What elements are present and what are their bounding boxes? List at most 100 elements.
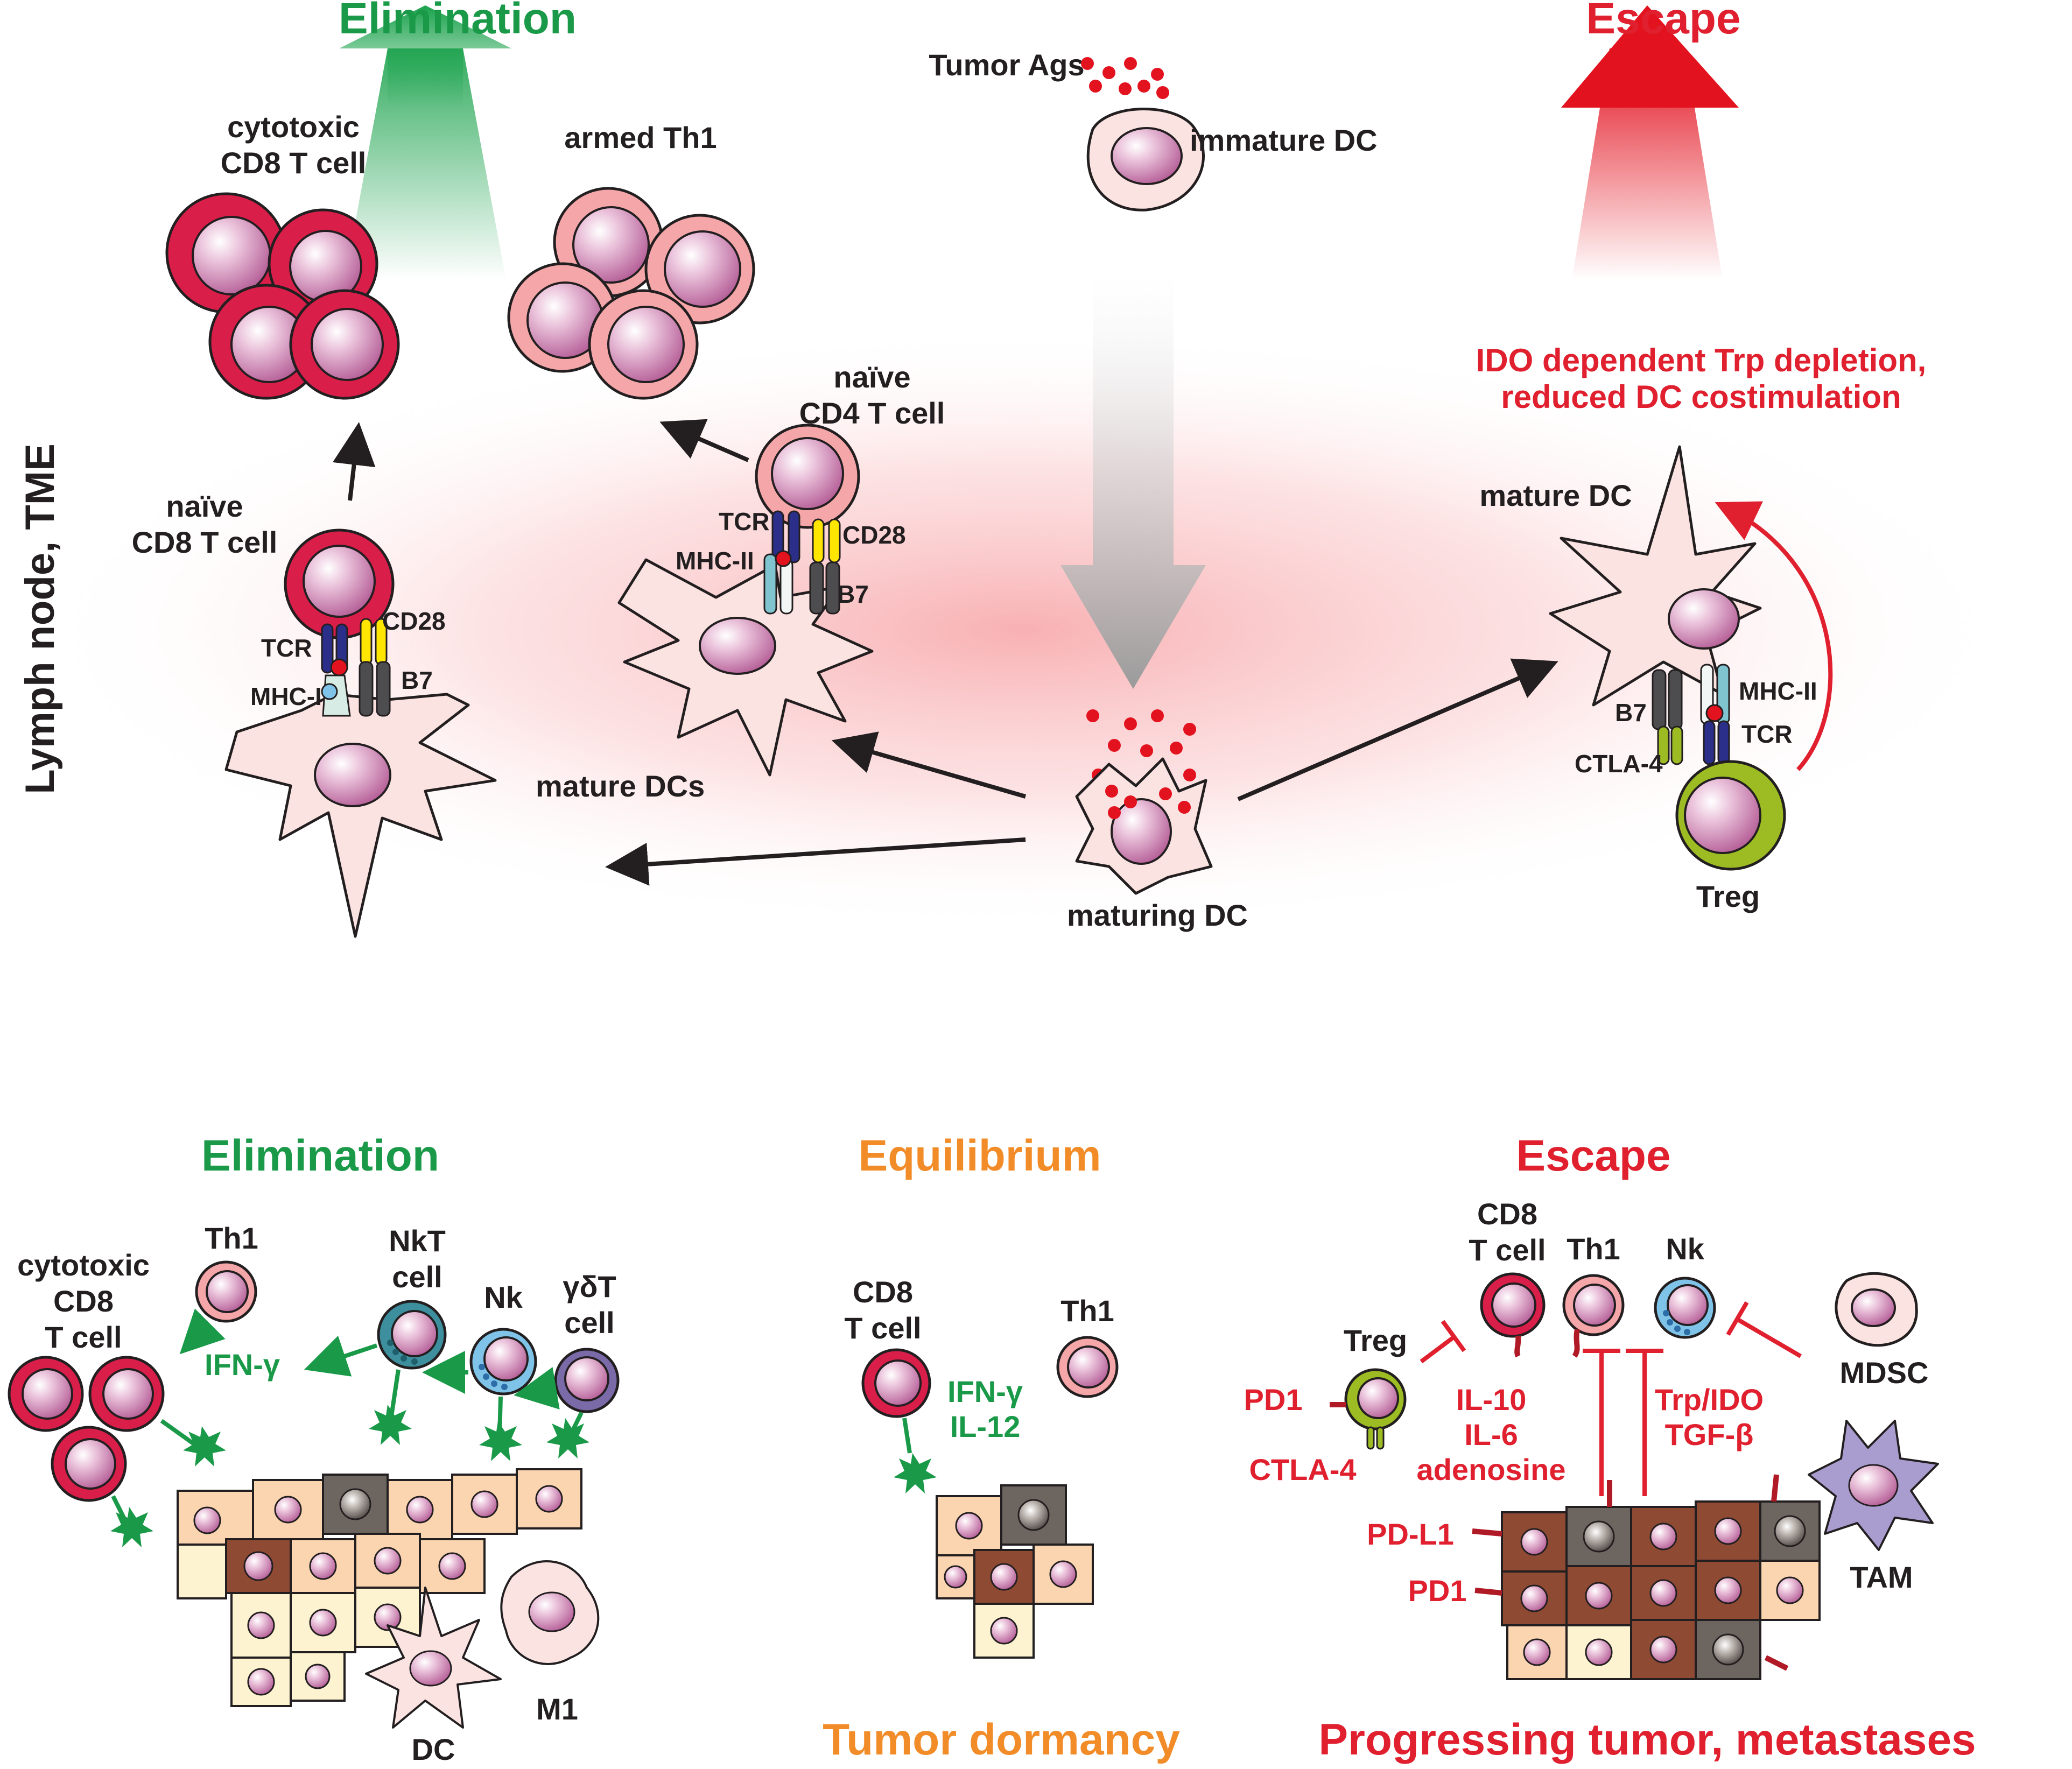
equi-cd8-line1: CD8 <box>853 1275 913 1309</box>
esc-treg-label: Treg <box>1344 1323 1407 1357</box>
equi-th1-cell <box>1056 1336 1119 1398</box>
treg-mhcii-label: MHC-II <box>1739 677 1817 705</box>
equi-il12-label: IL-12 <box>950 1409 1021 1443</box>
naive-cd8-line1: naïve <box>166 489 243 523</box>
esc-pdl1-label: PD-L1 <box>1367 1517 1454 1551</box>
esc-adenosine-label: adenosine <box>1417 1453 1566 1486</box>
cd8-tcr-label: TCR <box>261 634 312 662</box>
elim-cytotoxic-line2: CD8 <box>53 1284 114 1318</box>
elim-th1-cell <box>195 1260 257 1323</box>
escape-arrow-head <box>1561 5 1739 108</box>
esc-tumor-nuclei <box>1520 1515 1806 1666</box>
elim-gdt-line2: cell <box>564 1306 614 1340</box>
armed-th1-cluster <box>507 187 755 400</box>
arrow-maturing-to-dc-cd4 <box>831 731 1027 799</box>
bottom-escape-title: Escape <box>1516 1131 1670 1180</box>
elim-cytotoxic-line3: T cell <box>45 1320 122 1354</box>
arrow-maturing-to-treg-dc <box>1237 658 1558 801</box>
esc-nk-cell <box>1654 1277 1716 1339</box>
elim-gdt-cell <box>554 1348 620 1413</box>
elim-ifng-label: IFN-γ <box>205 1348 280 1382</box>
ido-note-line2: reduced DC costimulation <box>1501 379 1901 415</box>
equi-th1-label: Th1 <box>1060 1294 1114 1328</box>
cd8-cd28-label: CD28 <box>382 607 446 635</box>
elim-gdt-arrow <box>514 1367 560 1409</box>
naive-cd4-cell <box>755 424 860 529</box>
esc-cd8-line2: T cell <box>1469 1233 1546 1267</box>
esc-pd-ligands <box>1472 1474 1789 1671</box>
elim-m1-label: M1 <box>536 1692 578 1726</box>
equi-ifng-label: IFN-γ <box>947 1375 1023 1408</box>
mature-dc-cd8 <box>224 693 497 938</box>
cd4-cd28-label: CD28 <box>842 521 906 549</box>
esc-tam-cell <box>1808 1420 1939 1551</box>
arrow-cd8-to-cytotoxic <box>332 422 376 501</box>
naive-cd4-line1: naïve <box>833 360 910 394</box>
cytotoxic-label-line1: cytotoxic <box>227 110 360 144</box>
equi-footer: Tumor dormancy <box>823 1715 1180 1764</box>
elim-cd8-cells <box>8 1356 165 1502</box>
esc-tgfb-label: TGF-β <box>1665 1418 1754 1451</box>
treg-label-top: Treg <box>1696 879 1760 913</box>
cd4-tcr-label: TCR <box>719 508 770 535</box>
mature-dc-cd4 <box>617 558 874 777</box>
arrow-maturing-to-dc-cd8 <box>605 837 1026 886</box>
elim-gdt-line1: γδT <box>563 1270 616 1303</box>
arrow-cd4-to-th1 <box>659 419 749 462</box>
tumor-ags-label: Tumor Ags <box>929 48 1084 82</box>
maturing-dc-label: maturing DC <box>1067 898 1248 932</box>
esc-footer: Progressing tumor, metastases <box>1318 1715 1976 1764</box>
cytotoxic-cd8-cluster <box>165 192 400 400</box>
elim-nkt-ifng-arrow <box>304 1335 378 1377</box>
treg-cell-top <box>1675 760 1786 871</box>
esc-tam-label: TAM <box>1850 1560 1913 1594</box>
maturation-arrow <box>1060 274 1206 689</box>
elim-tumor-nuclei <box>193 1485 563 1696</box>
esc-pd1-tumor-label: PD1 <box>1408 1574 1467 1608</box>
top-elimination-title: Elimination <box>339 0 577 43</box>
elim-dc-label: DC <box>412 1732 455 1766</box>
maturing-dc-cell <box>1075 757 1213 895</box>
bottom-elimination-title: Elimination <box>201 1131 439 1180</box>
top-escape-title: Escape <box>1586 0 1740 43</box>
esc-th1-label: Th1 <box>1567 1232 1620 1266</box>
equi-cd8-cell <box>861 1348 931 1418</box>
cd4-b7-label: B7 <box>837 580 869 608</box>
mature-dcs-label: mature DCs <box>536 769 705 803</box>
esc-cd8-cell <box>1480 1272 1546 1358</box>
treg-synapse <box>1652 664 1730 765</box>
ido-note-line1: IDO dependent Trp depletion, <box>1476 342 1927 378</box>
treg-ctla4-label: CTLA-4 <box>1575 750 1663 778</box>
esc-pd1-label: PD1 <box>1244 1383 1303 1416</box>
equi-tumor-nuclei <box>944 1499 1077 1645</box>
immature-dc-label: immature DC <box>1190 123 1378 157</box>
esc-nk-label: Nk <box>1666 1232 1704 1266</box>
armed-th1-label: armed Th1 <box>564 121 717 154</box>
esc-cd8-line1: CD8 <box>1477 1197 1537 1231</box>
tumor-antigens-top <box>1081 57 1169 99</box>
elim-nk-cell <box>469 1328 537 1396</box>
cd8-b7-label: B7 <box>401 666 433 694</box>
equi-kill-line <box>902 1418 912 1454</box>
elim-th1-label: Th1 <box>205 1221 258 1255</box>
treg-feedback-arrow <box>1715 501 1833 771</box>
elim-dc-cell <box>365 1587 502 1729</box>
elimination-arrow-shaft <box>345 48 506 280</box>
elim-m1-cell <box>500 1560 600 1665</box>
esc-il10-label: IL-10 <box>1456 1383 1527 1416</box>
esc-ctla4-label: CTLA-4 <box>1249 1453 1356 1486</box>
elim-cytotoxic-line1: cytotoxic <box>17 1248 150 1282</box>
equi-cd8-line2: T cell <box>844 1311 921 1345</box>
naive-cd8-line2: CD8 T cell <box>132 525 278 559</box>
mature-dc-treg <box>1549 445 1762 707</box>
elim-th1-ifng-arrow <box>179 1308 226 1355</box>
immature-dc-cell <box>1086 108 1205 212</box>
tme-glow <box>27 328 2019 931</box>
equi-kill-star <box>894 1453 937 1493</box>
cd4-mhcii-label: MHC-II <box>676 547 754 575</box>
elim-nk-label: Nk <box>484 1280 523 1314</box>
mature-dc-label: mature DC <box>1479 478 1632 512</box>
esc-mdsc-cell <box>1835 1272 1918 1347</box>
